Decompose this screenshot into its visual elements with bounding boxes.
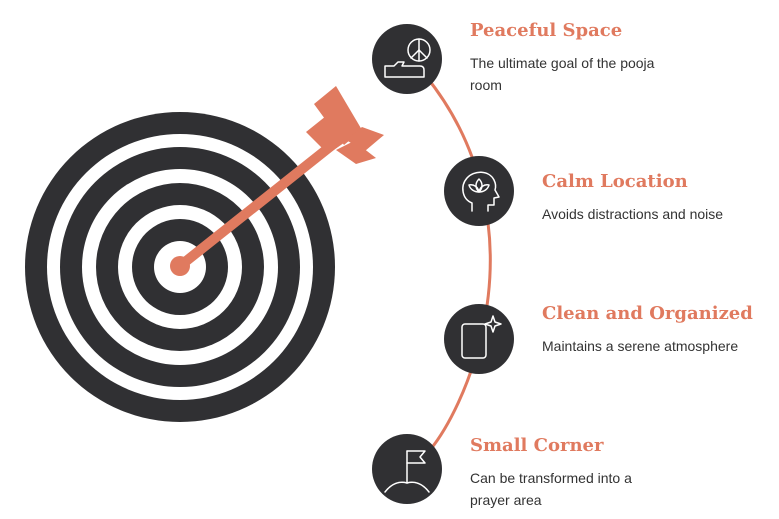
- arrow-feather: [336, 141, 376, 164]
- step-title: Calm Location: [542, 171, 688, 192]
- step-1-node: [372, 24, 442, 94]
- step-title: Small Corner: [470, 435, 604, 456]
- step-2-node: [444, 156, 514, 226]
- sparkle-tablet-icon: [461, 315, 502, 359]
- arrow-tip: [170, 256, 190, 276]
- arrow: [170, 86, 384, 276]
- peace-hand-icon: [384, 38, 431, 78]
- step-4: Small Corner Can be transformed into a p…: [470, 435, 770, 511]
- step-description: Maintains a serene atmosphere: [542, 338, 739, 354]
- step-1: Peaceful Space The ultimate goal of the …: [470, 20, 770, 96]
- flag-ground-icon: [384, 450, 430, 493]
- arrow-feather: [306, 112, 351, 154]
- arrow-feather: [314, 86, 362, 145]
- mind-lotus-icon: [462, 171, 500, 212]
- step-title: Peaceful Space: [470, 20, 623, 41]
- connector-arc: [423, 74, 492, 451]
- node-circle: [444, 304, 514, 374]
- arrow-shaft: [175, 137, 341, 271]
- step-description: Can be transformed into a prayer area: [470, 470, 632, 508]
- step-3: Clean and Organized Maintains a serene a…: [542, 303, 779, 357]
- step-description: Avoids distractions and noise: [542, 206, 724, 222]
- step-4-node: [372, 434, 442, 504]
- step-title: Clean and Organized: [542, 303, 753, 324]
- node-circle: [372, 24, 442, 94]
- step-2: Calm Location Avoids distractions and no…: [542, 171, 779, 225]
- step-description: The ultimate goal of the pooja room: [470, 55, 655, 93]
- step-3-node: [444, 304, 514, 374]
